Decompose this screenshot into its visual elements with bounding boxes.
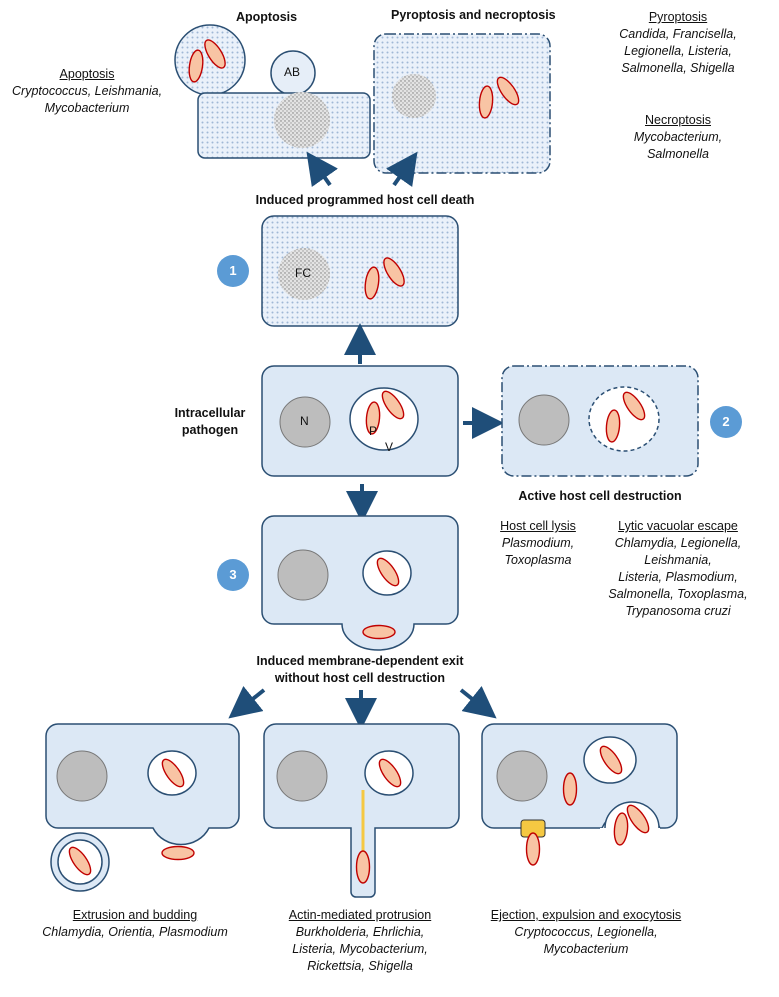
arrow-to-ejection <box>459 686 497 719</box>
pathogen-list-item: Leishmania, <box>644 553 712 567</box>
pathogen-list-item: Rickettsia, Shigella <box>307 959 413 973</box>
heading-necroptosis: Necroptosis <box>645 113 711 127</box>
pathogen-list-item: Legionella, Listeria, <box>624 44 732 58</box>
heading-apoptosis: Apoptosis <box>59 67 115 81</box>
nucleus <box>496 750 548 802</box>
label-ab: AB <box>284 65 301 79</box>
heading-extrusion: Extrusion and budding <box>72 908 198 922</box>
nucleus <box>56 750 108 802</box>
badge-label-2: 2 <box>722 414 730 429</box>
nucleus <box>277 549 329 601</box>
pyroptotic-cell <box>373 33 551 174</box>
heading-host-lysis: Host cell lysis <box>500 519 576 533</box>
heading-actin: Actin-mediated protrusion <box>288 908 432 922</box>
title-apoptosis: Apoptosis <box>236 10 298 24</box>
pathogen-list-item: Mycobacterium <box>543 942 629 956</box>
badge-3 <box>217 559 249 591</box>
label-induced-programmed-death: Induced programmed host cell death <box>255 193 475 207</box>
cell-active-destruction <box>501 365 699 477</box>
list-apoptosis: Apoptosis Cryptococcus, Leishmania, Myco… <box>12 66 162 117</box>
cell-ejection-exocytosis <box>481 723 678 866</box>
pathogen-list-item: Plasmodium, <box>501 536 575 550</box>
heading-vacuolar-escape: Lytic vacuolar escape <box>618 519 738 533</box>
label-vacuole: V <box>385 440 394 454</box>
list-ejection: Ejection, expulsion and exocytosis Crypt… <box>471 907 701 958</box>
label-membrane-exit: Induced membrane-dependent exit without … <box>256 654 464 685</box>
fragmented-chromatin <box>278 248 330 300</box>
badge-2 <box>710 406 742 438</box>
pathogen-list-item: Listeria, Mycobacterium, <box>292 942 428 956</box>
fragmented-nucleus <box>392 74 436 118</box>
pathogen-list-item: Listeria, Plasmodium, <box>618 570 738 584</box>
arrow-to-extrusion <box>228 686 266 719</box>
label-active-destruction: Active host cell destruction <box>518 489 682 503</box>
label-fc: FC <box>295 266 311 280</box>
condensed-nucleus <box>274 92 330 148</box>
title-pyroptosis-necroptosis: Pyroptosis and necroptosis <box>391 8 556 22</box>
pathogen-list-item: Salmonella <box>647 147 709 161</box>
label-nucleus: N <box>300 414 309 428</box>
badge-label-3: 3 <box>229 567 237 582</box>
vacuole <box>349 387 419 451</box>
infected-host-cell <box>261 365 459 477</box>
pathogen-list-item: Cryptococcus, Leishmania, <box>12 84 163 98</box>
cell-programmed-death <box>261 215 459 327</box>
list-host-lysis: Host cell lysis Plasmodium, Toxoplasma <box>488 518 588 569</box>
list-actin-protrusion: Actin-mediated protrusion Burkholderia, … <box>270 907 450 975</box>
pathogen-list-item: Chlamydia, Orientia, Plasmodium <box>42 925 228 939</box>
pathogen-list-item: Salmonella, Toxoplasma, <box>608 587 748 601</box>
heading-pyroptosis: Pyroptosis <box>648 10 708 24</box>
nucleus <box>518 394 570 446</box>
pathogen-list-item: Chlamydia, Legionella, <box>614 536 742 550</box>
list-vacuolar-escape: Lytic vacuolar escape Chlamydia, Legione… <box>598 518 758 620</box>
pyroptosis-panel <box>373 33 551 174</box>
arrow-to-pyroptosis <box>386 151 418 188</box>
pathogen-list-item: Burkholderia, Ehrlichia, <box>295 925 425 939</box>
pathogen-list-item: Mycobacterium <box>44 101 130 115</box>
pathogen-list-item: Cryptococcus, Legionella, <box>514 925 658 939</box>
badge-label-1: 1 <box>229 263 237 278</box>
cell-extrusion-budding <box>45 723 240 892</box>
apoptosis-panel <box>174 24 371 159</box>
apoptotic-body-with-pathogens <box>174 24 246 96</box>
nucleus <box>279 396 331 448</box>
cell-membrane-exit <box>261 515 459 651</box>
list-extrusion-budding: Extrusion and budding Chlamydia, Orienti… <box>15 907 255 941</box>
list-necroptosis: Necroptosis Mycobacterium, Salmonella <box>608 112 748 163</box>
badge-1 <box>217 255 249 287</box>
pathogen-list-item: Mycobacterium, <box>633 130 723 144</box>
label-intracellular-pathogen: Intracellular pathogen <box>174 406 246 437</box>
heading-ejection: Ejection, expulsion and exocytosis <box>490 908 682 922</box>
pathogen-list-item: Candida, Francisella, <box>619 27 737 41</box>
pathogen-list-item: Trypanosoma cruzi <box>625 604 731 618</box>
cell-actin-protrusion <box>263 723 460 898</box>
label-pathogen: P <box>369 424 378 438</box>
arrow-to-apoptosis <box>306 151 338 188</box>
nucleus <box>276 750 328 802</box>
pathogen-list-item: Toxoplasma <box>504 553 572 567</box>
pathogen-list-item: Salmonella, Shigella <box>621 61 735 75</box>
list-pyroptosis: Pyroptosis Candida, Francisella, Legione… <box>608 9 748 77</box>
